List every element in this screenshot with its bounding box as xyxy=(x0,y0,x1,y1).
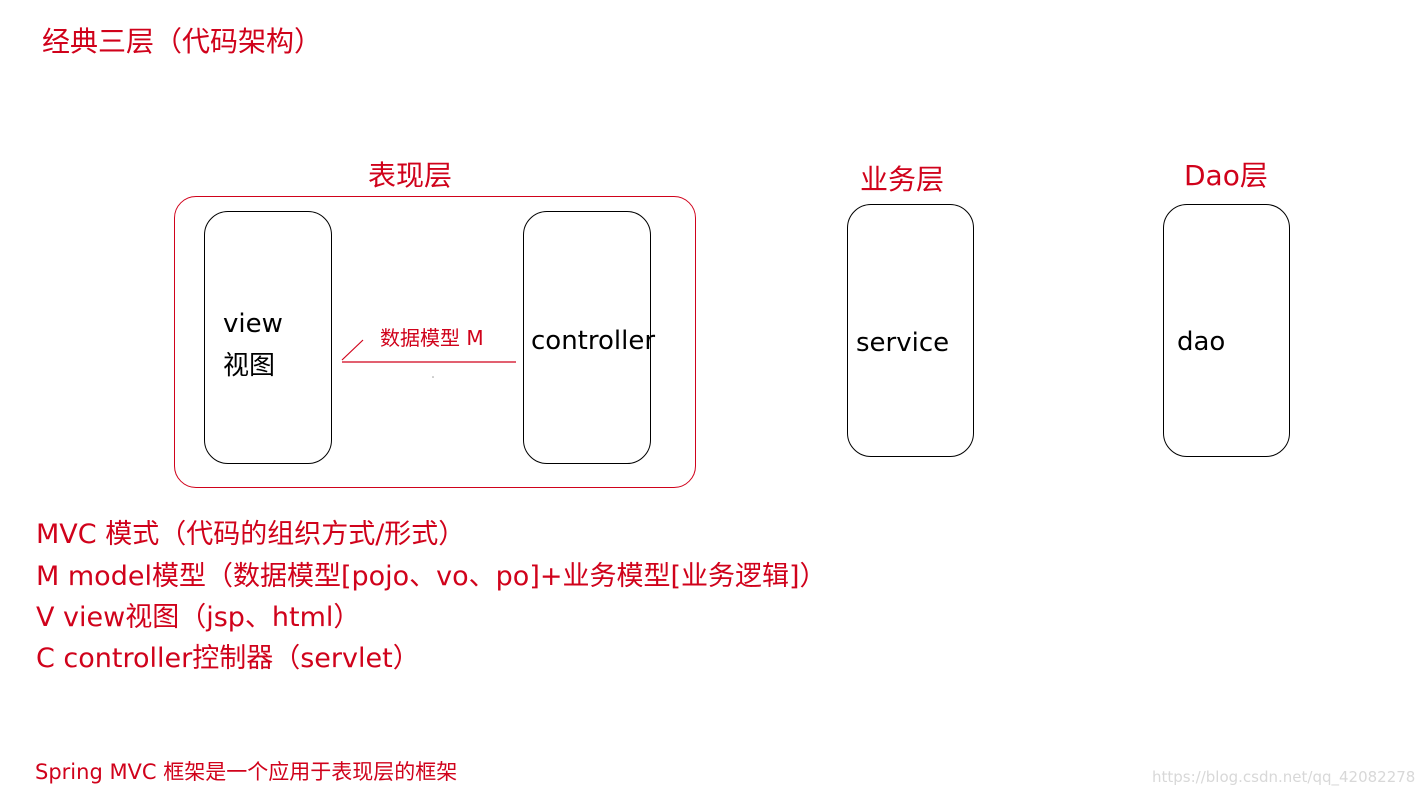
controller-node xyxy=(523,211,651,464)
layer-label-dao: Dao层 xyxy=(1184,159,1268,192)
mvc-line-controller: C controller控制器（servlet） xyxy=(36,643,420,674)
mvc-line-view: V view视图（jsp、html） xyxy=(36,602,361,633)
presentation-layer-group xyxy=(174,196,696,488)
view-node-label-en: view xyxy=(223,309,283,339)
dao-node-label: dao xyxy=(1177,327,1226,357)
page-title: 经典三层（代码架构） xyxy=(42,25,323,58)
service-node-label: service xyxy=(856,328,950,358)
view-node xyxy=(204,211,332,464)
mvc-line-pattern: MVC 模式（代码的组织方式/形式） xyxy=(36,519,466,550)
mvc-line-model: M model模型（数据模型[pojo、vo、po]+业务模型[业务逻辑]） xyxy=(36,561,827,592)
arrow-label-data-model: 数据模型 M xyxy=(380,326,484,350)
service-node xyxy=(847,204,974,457)
layer-label-presentation: 表现层 xyxy=(368,159,453,192)
dao-node xyxy=(1163,204,1290,457)
watermark: https://blog.csdn.net/qq_42082278 xyxy=(1152,768,1415,786)
view-node-label-cn: 视图 xyxy=(223,351,276,381)
footer-note: Spring MVC 框架是一个应用于表现层的框架 xyxy=(35,760,458,784)
layer-label-business: 业务层 xyxy=(860,163,945,196)
controller-node-label: controller xyxy=(531,326,656,356)
